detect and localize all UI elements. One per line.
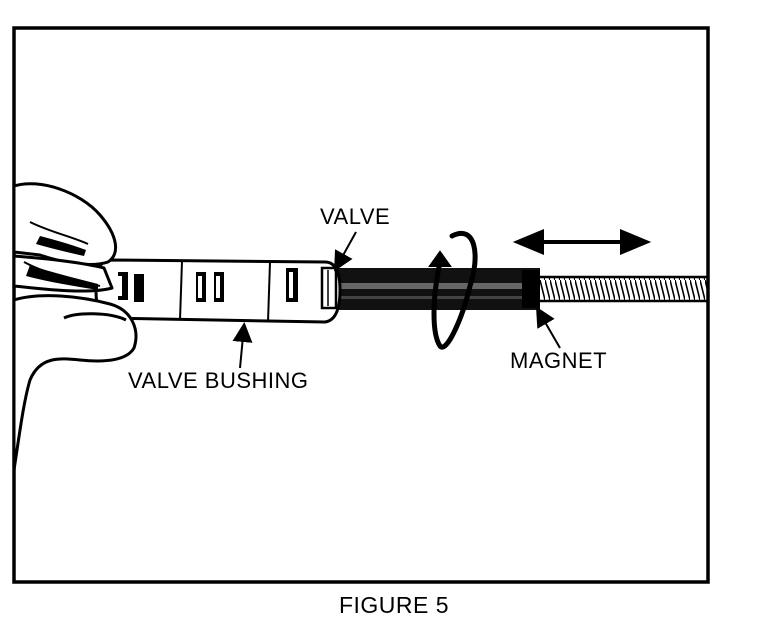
valve-bushing-body xyxy=(94,258,342,324)
double-arrow xyxy=(512,229,652,255)
valve-leader-line xyxy=(334,231,357,272)
magnet-leader-line xyxy=(535,306,561,349)
hand-shading xyxy=(26,236,98,290)
valve-part xyxy=(320,266,338,310)
hand-illustration xyxy=(12,182,138,472)
spring-rod xyxy=(537,275,709,303)
rotation-arrow xyxy=(428,231,478,350)
magnet-label: MAGNET xyxy=(510,348,608,373)
valve-bushing-label: VALVE BUSHING xyxy=(128,368,309,393)
figure-caption: FIGURE 5 xyxy=(338,592,450,618)
valve-bushing-leader-line xyxy=(232,322,253,369)
valve-label: VALVE xyxy=(320,204,391,229)
